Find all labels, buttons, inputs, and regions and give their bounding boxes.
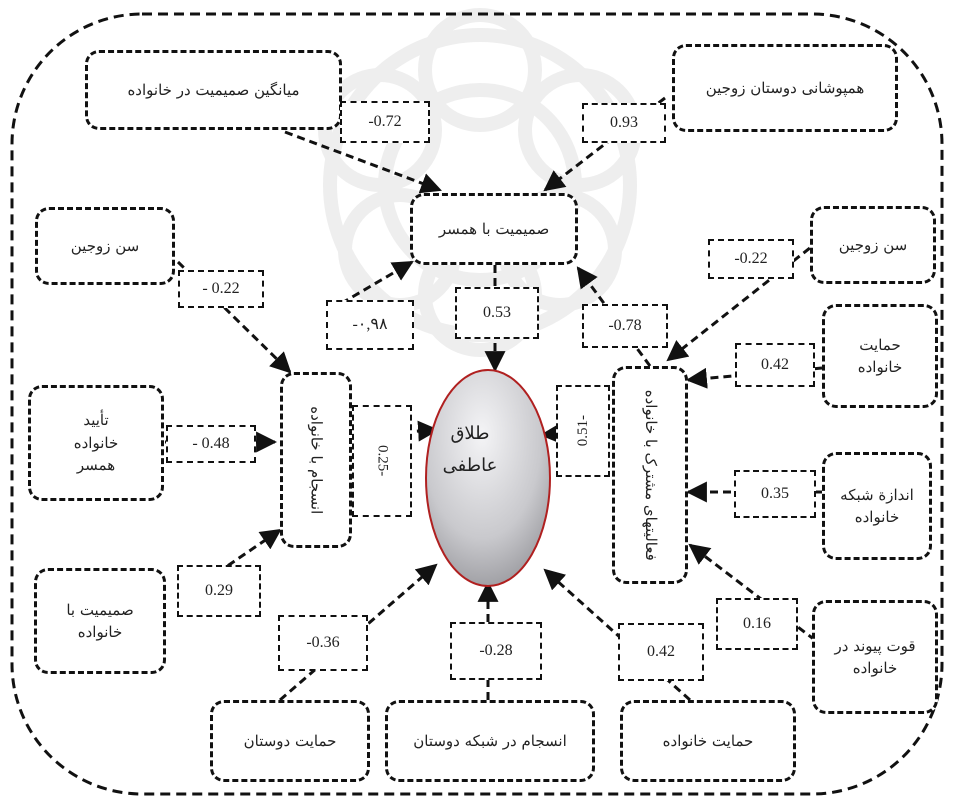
coef-age-right: -0.22 [708, 239, 794, 279]
coef-avg-family-intimacy: -0.72 [340, 101, 430, 143]
arrow-avg-intimacy [284, 130, 442, 194]
node-family-support-bottom: حمایت خانواده [620, 700, 796, 782]
arrow-activities-intimacy [576, 266, 652, 367]
node-intimacy-family: صمیمیت با خانواده [34, 568, 166, 674]
coef-family-support-right: 0.42 [735, 343, 815, 387]
node-friend-support: حمایت دوستان [210, 700, 370, 782]
coef-activities-to-outcome: -0.51 [556, 385, 610, 477]
coef-friend-support: -0.36 [278, 615, 368, 671]
arrow-friend-support [279, 563, 438, 702]
node-family-support-right: حمایت خانواده [822, 304, 938, 408]
coef-intimacy-to-outcome: 0.53 [455, 287, 539, 339]
arrow-age-right [666, 238, 821, 362]
coef-friend-network-cohesion: -0.28 [450, 622, 542, 680]
node-family-approval: تأیید خانواده همسر [28, 385, 164, 501]
node-joint-activities: فعالیتهای مشترک با خانواده [612, 366, 688, 584]
coef-cohesion-to-intimacy: -۰,۹۸ [326, 300, 414, 350]
node-family-cohesion: انسجام با خانواده [280, 372, 352, 548]
arrow-activities-outcome [539, 423, 611, 445]
node-age-left: سن زوجین [35, 207, 175, 285]
coef-tie-strength: 0.16 [716, 598, 798, 650]
node-friend-network-cohesion: انسجام در شبکه دوستان [385, 700, 595, 782]
node-friend-overlap: همپوشانی دوستان زوجین [672, 44, 898, 132]
node-network-size: اندازة شبکه خانواده [822, 452, 932, 560]
node-age-right: سن زوجین [810, 206, 936, 284]
outcome-line1: طلاق [450, 423, 490, 444]
coef-family-approval: - 0.48 [166, 425, 256, 463]
node-intimacy-spouse: صمیمیت با همسر [410, 193, 578, 265]
family-cohesion-label: انسجام با خانواده [307, 405, 326, 515]
node-tie-strength: قوت پیوند در خانواده [812, 600, 938, 714]
outcome-label: طلاق عاطفی [430, 418, 510, 483]
coef-network-size: 0.35 [734, 470, 816, 518]
node-avg-family-intimacy: میانگین صمیمیت در خانواده [85, 50, 342, 130]
coef-activities-to-intimacy: -0.78 [582, 304, 668, 348]
coef-friend-overlap: 0.93 [582, 103, 666, 143]
coef-intimacy-family: 0.29 [177, 565, 261, 617]
outcome-ellipse [425, 369, 551, 587]
coef-cohesion-to-outcome: -0.25 [352, 405, 412, 517]
outcome-line2: عاطفی [442, 455, 498, 477]
coef-family-support-bottom: 0.42 [618, 623, 704, 681]
coef-age-left: - 0.22 [178, 270, 264, 308]
joint-activities-label: فعالیتهای مشترک با خانواده [641, 389, 660, 561]
